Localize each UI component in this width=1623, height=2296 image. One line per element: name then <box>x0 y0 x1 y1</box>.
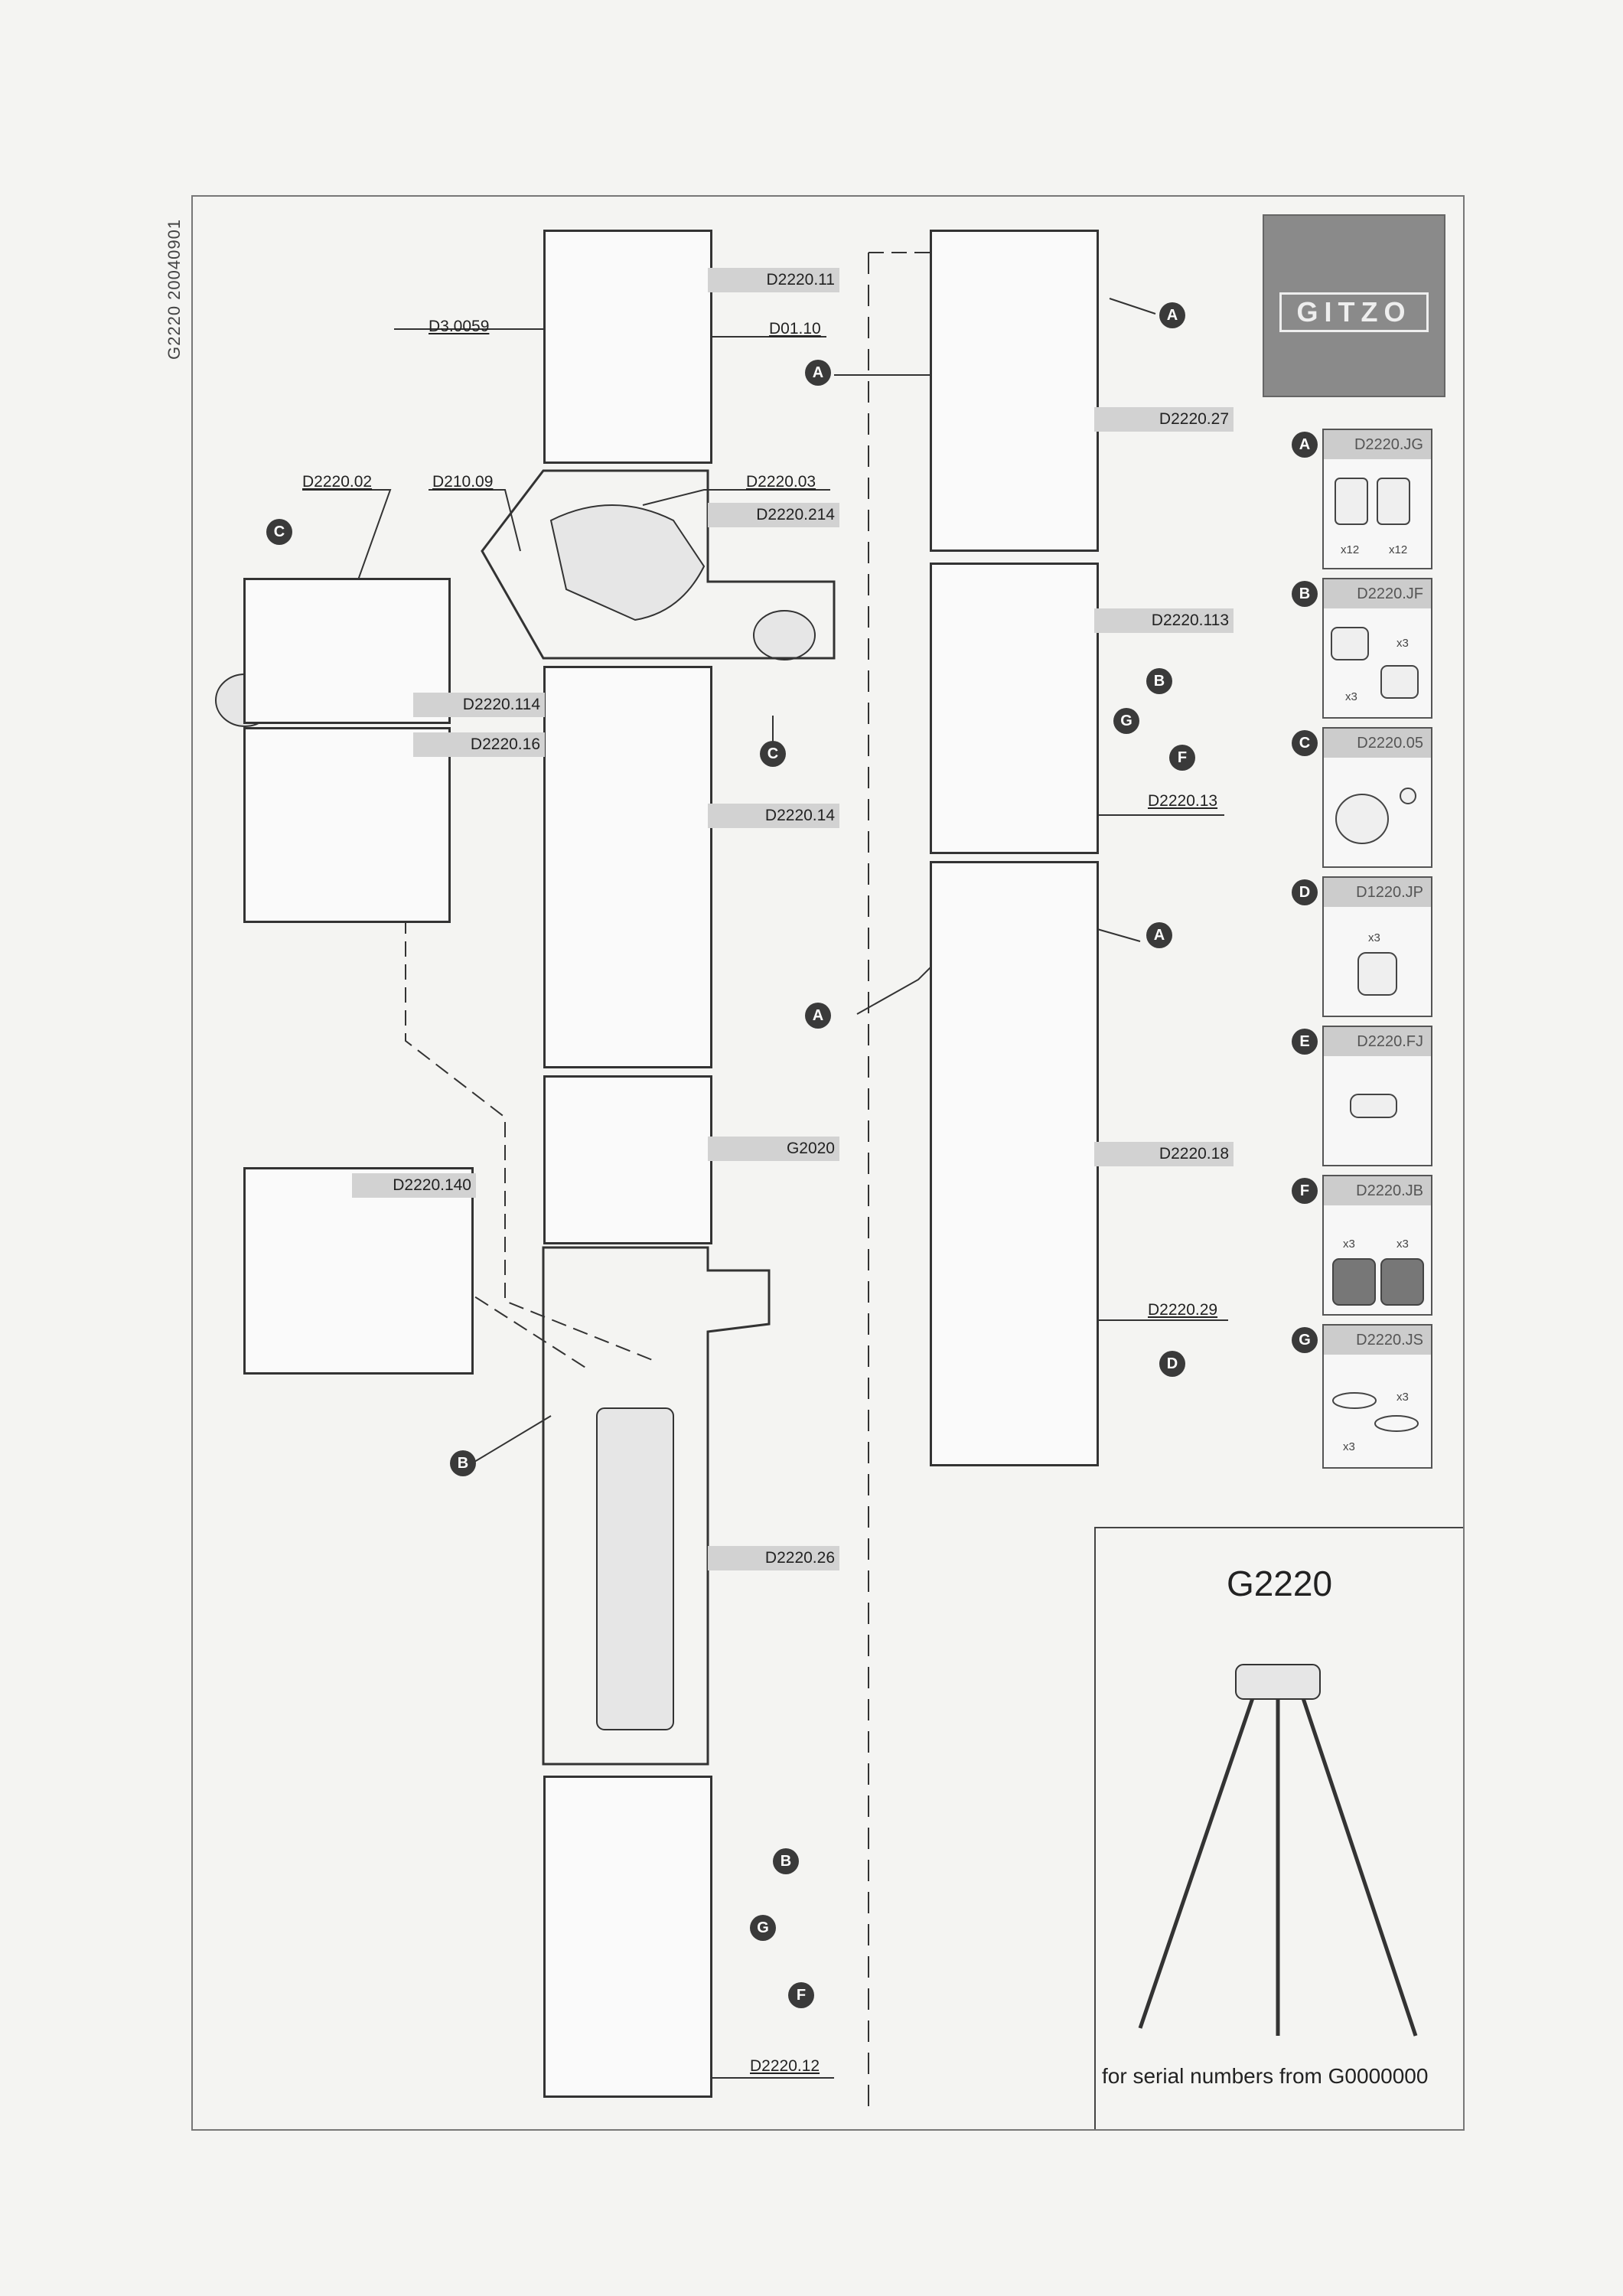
tag-d2220-14: D2220.14 <box>708 804 839 828</box>
tag-d2220-16: D2220.16 <box>413 732 545 757</box>
kit-a-pad-icon-2 <box>1377 478 1410 525</box>
callout-c-left: C <box>266 519 292 545</box>
kit-b-sleeve-icon-1 <box>1331 627 1369 660</box>
tag-d2220-214: D2220.214 <box>708 503 839 527</box>
label-d2220-03: D2220.03 <box>746 473 816 491</box>
gitzo-logo: GITZO <box>1263 214 1445 397</box>
callout-f-right: F <box>1169 745 1195 771</box>
kit-f-qty-right: x3 <box>1396 1238 1409 1251</box>
callout-a-left: A <box>805 360 831 386</box>
panel-platform <box>543 230 712 464</box>
serial-note: for serial numbers from G0000000 <box>1102 2064 1429 2088</box>
kit-e-code: D2220.FJ <box>1324 1027 1431 1056</box>
label-d2220-13: D2220.13 <box>1148 792 1218 810</box>
kit-f-qty-left: x3 <box>1343 1238 1355 1251</box>
kit-c-washer-icon <box>1400 788 1416 804</box>
leg-link-line <box>405 918 659 1363</box>
kit-b-code: D2220.JF <box>1324 579 1431 608</box>
callout-b-left: B <box>450 1450 476 1476</box>
label-d2220-12: D2220.12 <box>750 2057 820 2075</box>
label-d2220-02: D2220.02 <box>302 473 373 491</box>
tripod-illustration <box>1138 1691 1418 2037</box>
kit-f-badge: F <box>1292 1178 1318 1204</box>
kit-b-badge: B <box>1292 581 1318 607</box>
kit-g-ring-icon-1 <box>1332 1392 1377 1409</box>
kit-d-badge: D <box>1292 879 1318 905</box>
kit-a-qty-right: x12 <box>1389 543 1408 556</box>
tripod-head-sketch <box>1235 1664 1321 1700</box>
leader-b-left <box>474 1415 552 1463</box>
tag-d2220-11: D2220.11 <box>708 268 839 292</box>
logo-text: GITZO <box>1279 292 1429 332</box>
center-column-lower-sketch <box>596 1407 674 1730</box>
kit-d-qty: x3 <box>1368 931 1380 944</box>
callout-f-bottom: F <box>788 1982 814 2008</box>
callout-d-foot: D <box>1159 1351 1185 1377</box>
callout-g-bottom: G <box>750 1915 776 1941</box>
kit-f-lock-icon-1 <box>1332 1258 1376 1306</box>
kit-b-sleeve-icon-2 <box>1380 665 1419 699</box>
kit-f-code: D2220.JB <box>1324 1176 1431 1205</box>
kit-g-ring-icon-2 <box>1374 1415 1419 1432</box>
panel-leg-clip <box>243 1167 474 1375</box>
kit-g-badge: G <box>1292 1327 1318 1353</box>
tag-d2220-140: D2220.140 <box>352 1173 476 1198</box>
kit-g-code: D2220.JS <box>1324 1326 1431 1355</box>
kit-d-foot-icon <box>1357 952 1397 996</box>
kit-d: D1220.JP D x3 <box>1292 876 1432 1017</box>
panel-leg-upper <box>930 230 1099 552</box>
panel-leg-lower <box>930 861 1099 1466</box>
kit-e-stop-icon <box>1350 1094 1397 1118</box>
kit-f-lock-icon-2 <box>1380 1258 1424 1306</box>
tag-d2220-113: D2220.113 <box>1094 608 1234 633</box>
kit-g-qty-right: x3 <box>1396 1391 1409 1404</box>
callout-c-arm: C <box>760 741 786 767</box>
panel-column-upper <box>543 666 712 1068</box>
kit-b-qty-right: x3 <box>1396 637 1409 650</box>
kit-a-code: D2220.JG <box>1324 430 1431 459</box>
product-model: G2220 <box>1226 1564 1333 1603</box>
callout-a-right: A <box>1159 302 1185 328</box>
label-d3-0059: D3.0059 <box>429 318 490 335</box>
callout-b-right: B <box>1146 668 1172 694</box>
leader-d2220-03 <box>642 489 830 506</box>
product-box: G2220 for serial numbers from G0000000 <box>1094 1527 1463 2129</box>
panel-spider <box>243 727 451 923</box>
kit-b-qty-left: x3 <box>1345 690 1357 703</box>
kit-a-qty-left: x12 <box>1341 543 1360 556</box>
kit-g: D2220.JS G x3 x3 <box>1292 1324 1432 1469</box>
callout-a-lower-right: A <box>1146 922 1172 948</box>
panel-column-lock <box>543 1776 712 2098</box>
panel-hook <box>543 1075 712 1244</box>
callout-g-right: G <box>1113 708 1139 734</box>
tag-d2220-26: D2220.26 <box>708 1546 839 1570</box>
tag-d2220-18: D2220.18 <box>1094 1142 1234 1166</box>
leader-d2220-02 <box>302 489 392 598</box>
kit-d-code: D1220.JP <box>1324 878 1431 907</box>
kit-c-code: D2220.05 <box>1324 729 1431 758</box>
leader-a-right <box>1109 298 1156 315</box>
panel-leg-lock <box>930 563 1099 854</box>
kit-a-pad-icon-1 <box>1335 478 1368 525</box>
knob-c-sketch <box>753 610 816 660</box>
tag-d2220-27: D2220.27 <box>1094 407 1234 432</box>
leader-d210-09 <box>429 489 521 552</box>
label-d2220-29: D2220.29 <box>1148 1301 1218 1319</box>
callout-a-lower-left: A <box>805 1003 831 1029</box>
label-d01-10: D01.10 <box>769 320 821 338</box>
callout-b-bottom: B <box>773 1848 799 1874</box>
kit-c-badge: C <box>1292 730 1318 756</box>
label-d210-09: D210.09 <box>432 473 494 491</box>
drawing-frame <box>191 195 1465 2131</box>
tag-d2220-114: D2220.114 <box>413 693 545 717</box>
tag-g2020: G2020 <box>708 1137 839 1161</box>
kit-c-knob-icon <box>1335 794 1389 844</box>
kit-a-badge: A <box>1292 432 1318 458</box>
casting-sketch <box>549 504 706 621</box>
kit-g-qty-left: x3 <box>1343 1440 1355 1453</box>
kit-e-badge: E <box>1292 1029 1318 1055</box>
